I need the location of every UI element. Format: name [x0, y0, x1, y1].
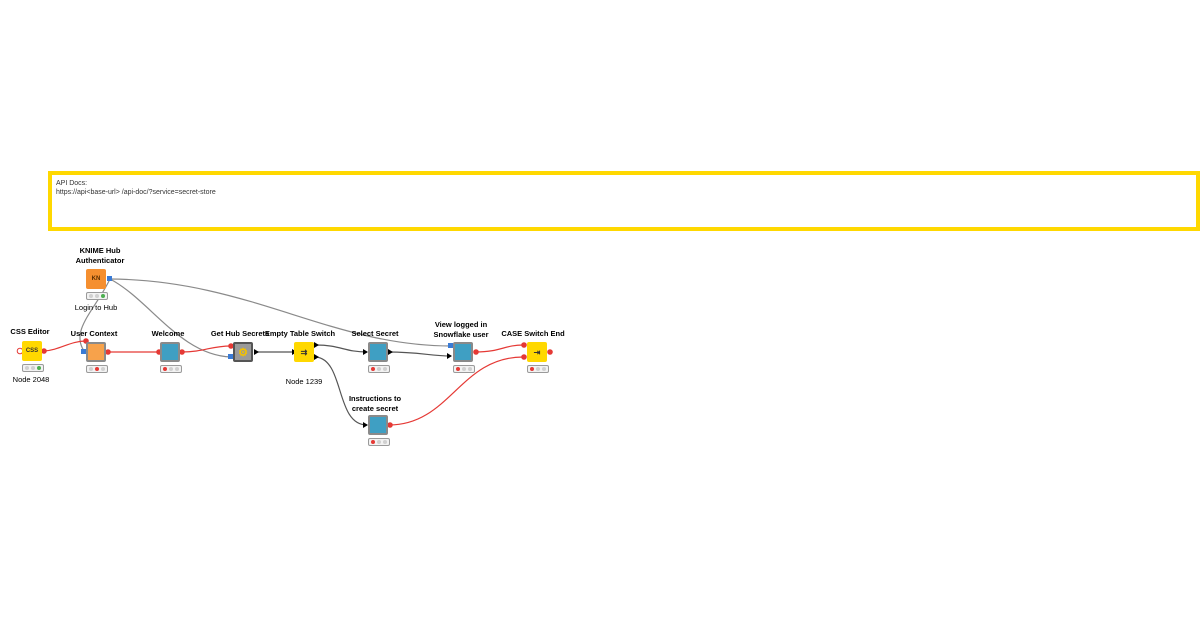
- port-case-in-bottom: [521, 354, 527, 360]
- node-title-select-secret: Select Secret: [351, 329, 399, 338]
- connection-instructions-to-case-end: [388, 356, 524, 426]
- status-case-switch-end: [527, 365, 549, 373]
- node-title-get-hub-secrets: Get Hub Secrets: [210, 329, 270, 338]
- connection-view-to-case-end: [475, 344, 524, 353]
- port-instructions-in: [363, 422, 368, 428]
- status-user-context: [86, 365, 108, 373]
- connection-switch-to-select: [315, 344, 368, 353]
- connection-switch-to-instructions: [315, 356, 368, 426]
- node-title-view-logged-in-line2: Snowflake user: [433, 329, 489, 339]
- node-view-logged-in[interactable]: [453, 342, 473, 362]
- node-instructions[interactable]: [368, 415, 388, 435]
- port-switch-out-top: [314, 342, 319, 348]
- css-icon: CSS: [25, 348, 39, 354]
- merge-icon: ⇥: [533, 347, 541, 357]
- key-icon: KN: [91, 276, 101, 282]
- port-case-in-top: [521, 342, 527, 348]
- switch-icon: ⇉: [300, 347, 308, 357]
- annotation-line-1: API Docs:: [56, 180, 88, 187]
- node-title-instructions: Instructions to create secret: [349, 394, 401, 413]
- port-welcome-out: [179, 349, 185, 355]
- node-title-instructions-line1: Instructions to: [348, 394, 402, 403]
- node-title-view-logged-in: View logged in Snowflake user: [433, 320, 488, 339]
- node-title-hub-auth-line1: KNIME Hub: [79, 246, 121, 255]
- port-user-context-out: [105, 349, 111, 355]
- status-welcome: [160, 365, 182, 373]
- annotation-line-2: https://api<base-url> /api-doc/?service=…: [56, 189, 216, 196]
- node-label-hub-auth[interactable]: Login to Hub: [74, 303, 118, 312]
- node-case-switch-end[interactable]: ⇥: [527, 342, 547, 362]
- port-get-secrets-out: [254, 349, 259, 355]
- node-title-view-logged-in-line1: View logged in: [434, 320, 488, 329]
- api-docs-annotation[interactable]: API Docs: https://api<base-url> /api-doc…: [48, 171, 1200, 231]
- node-hub-authenticator[interactable]: KN: [86, 269, 106, 289]
- port-auth-out: [107, 276, 112, 281]
- connection-welcome-to-get-secrets: [180, 345, 232, 353]
- connection-auth-to-get-secrets: [109, 278, 232, 358]
- port-get-secrets-in-blue: [228, 354, 233, 359]
- node-title-instructions-line2: create secret: [351, 403, 399, 413]
- connection-select-to-view: [387, 351, 452, 357]
- node-title-css-editor: CSS Editor: [10, 327, 50, 336]
- connection-css-to-user-context: [43, 340, 87, 352]
- node-label-css-editor[interactable]: Node 2048: [12, 375, 50, 384]
- status-instructions: [368, 438, 390, 446]
- node-css-editor[interactable]: CSS: [22, 341, 42, 361]
- port-view-in: [447, 353, 452, 359]
- node-title-empty-table-switch: Empty Table Switch: [264, 329, 336, 338]
- port-select-out: [388, 349, 393, 355]
- node-select-secret[interactable]: [368, 342, 388, 362]
- port-view-in-blue: [448, 343, 453, 348]
- node-empty-table-switch[interactable]: ⇉: [294, 342, 314, 362]
- node-title-hub-auth: KNIME Hub Authenticator: [76, 246, 125, 265]
- port-case-out: [547, 349, 553, 355]
- node-get-hub-secrets[interactable]: ⚙: [233, 342, 253, 362]
- status-css-editor: [22, 364, 44, 372]
- gear-icon: ⚙: [238, 346, 248, 359]
- node-label-empty-table-switch[interactable]: Node 1239: [285, 377, 323, 386]
- status-select-secret: [368, 365, 390, 373]
- node-welcome[interactable]: [160, 342, 180, 362]
- port-css-out: [41, 348, 47, 354]
- status-hub-auth: [86, 292, 108, 300]
- node-user-context[interactable]: [86, 342, 106, 362]
- port-instructions-out: [387, 422, 393, 428]
- port-view-out: [473, 349, 479, 355]
- node-title-user-context: User Context: [70, 329, 118, 338]
- status-view-logged-in: [453, 365, 475, 373]
- port-select-in: [363, 349, 368, 355]
- node-title-hub-auth-line2: Authenticator: [75, 255, 125, 265]
- connection-auth-to-view-user: [109, 278, 452, 347]
- port-user-context-in: [81, 349, 86, 354]
- port-switch-out-bottom: [314, 354, 319, 360]
- port-get-secrets-in-red: [228, 343, 234, 349]
- node-title-case-switch-end: CASE Switch End: [501, 329, 565, 338]
- node-title-welcome: Welcome: [151, 329, 185, 338]
